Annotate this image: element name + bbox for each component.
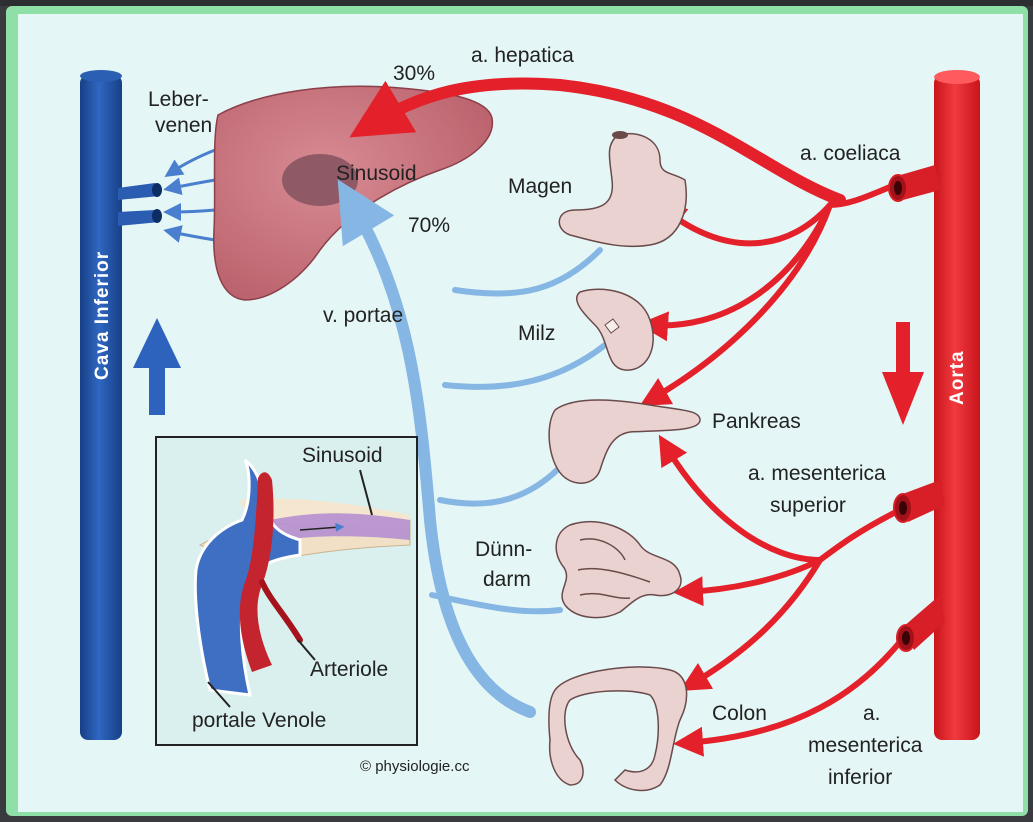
label-magen: Magen <box>508 175 572 198</box>
small-intestine <box>556 522 681 618</box>
label-a-mesenterica-superior-1: a. mesenterica <box>748 462 886 485</box>
stomach <box>559 131 686 246</box>
coeliaca-branches <box>650 185 895 400</box>
inset-label-portale-venole: portale Venole <box>192 709 326 732</box>
label-colon: Colon <box>712 702 767 725</box>
label-v-portae: v. portae <box>323 304 403 327</box>
label-70pct: 70% <box>408 214 450 237</box>
label-a-mesenterica-superior-2: superior <box>770 494 846 517</box>
label-milz: Milz <box>518 322 555 345</box>
label-a-coeliaca: a. coeliaca <box>800 142 901 165</box>
liver <box>214 86 493 300</box>
inset-label-sinusoid: Sinusoid <box>302 444 383 467</box>
cava-inferior <box>80 70 122 740</box>
downward-flow-arrow <box>882 322 924 425</box>
mesenterica-inferior-branch <box>685 642 900 743</box>
label-30pct: 30% <box>393 62 435 85</box>
cava-inferior-label: Cava Inferior <box>92 251 113 380</box>
upward-flow-arrow <box>133 318 181 415</box>
label-a-mesenterica-inferior-3: inferior <box>828 766 892 789</box>
label-a-mesenterica-inferior-1: a. <box>863 702 881 725</box>
label-sinusoid: Sinusoid <box>336 162 417 185</box>
label-darm: darm <box>483 568 531 591</box>
label-pankreas: Pankreas <box>712 410 801 433</box>
label-duenn: Dünn- <box>475 538 532 561</box>
colon <box>549 667 687 791</box>
inset-label-arteriole: Arteriole <box>310 658 388 681</box>
label-leber: Leber- <box>148 88 209 111</box>
sinusoid-inset: Sinusoid Arteriole portale Venole <box>156 437 417 745</box>
hepatic-vein-stubs <box>118 183 162 226</box>
hepatic-vein-arrows <box>172 150 215 240</box>
pancreas <box>549 400 700 483</box>
aorta-label: Aorta <box>947 350 968 405</box>
label-venen: venen <box>155 114 212 137</box>
label-a-mesenterica-inferior-2: mesenterica <box>808 734 923 757</box>
credit: © physiologie.cc <box>360 758 470 775</box>
label-a-hepatica: a. hepatica <box>471 44 574 67</box>
